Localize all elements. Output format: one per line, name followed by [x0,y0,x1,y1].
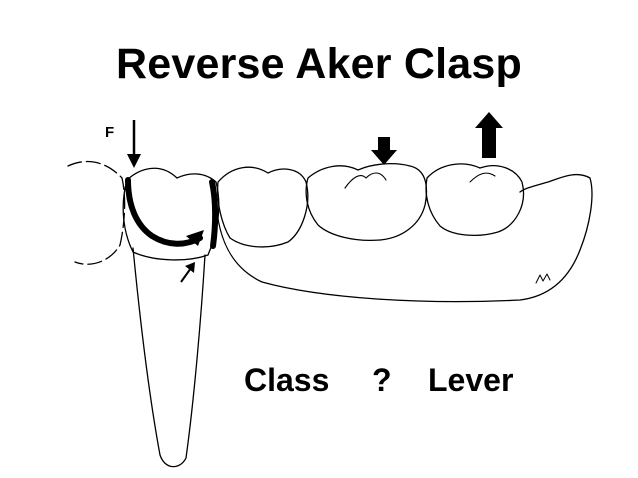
slide-title: Reverse Aker Clasp [116,40,522,88]
dislodging-force-arrow [475,112,503,158]
clasp-tip [186,230,204,246]
artificial-tooth-3 [425,163,524,237]
force-arrow [127,120,141,168]
occlusal-groove-3 [469,172,496,183]
minor-connector [209,179,219,249]
adjacent-tooth-outline [67,160,126,265]
class-word: Class [244,362,330,398]
clasp-arm [125,177,203,247]
question-mark: ? [372,362,392,398]
artificial-tooth-2 [305,163,428,242]
denture-base [215,174,593,303]
occlusal-groove-2 [344,172,387,189]
force-label: F [105,124,115,141]
lever-word: Lever [428,362,514,398]
artificial-tooth-1 [216,166,309,248]
undercut-arrow [180,262,195,283]
down-force-arrow [371,137,397,165]
abutment-root [132,247,206,468]
gingival-mark [535,273,551,284]
